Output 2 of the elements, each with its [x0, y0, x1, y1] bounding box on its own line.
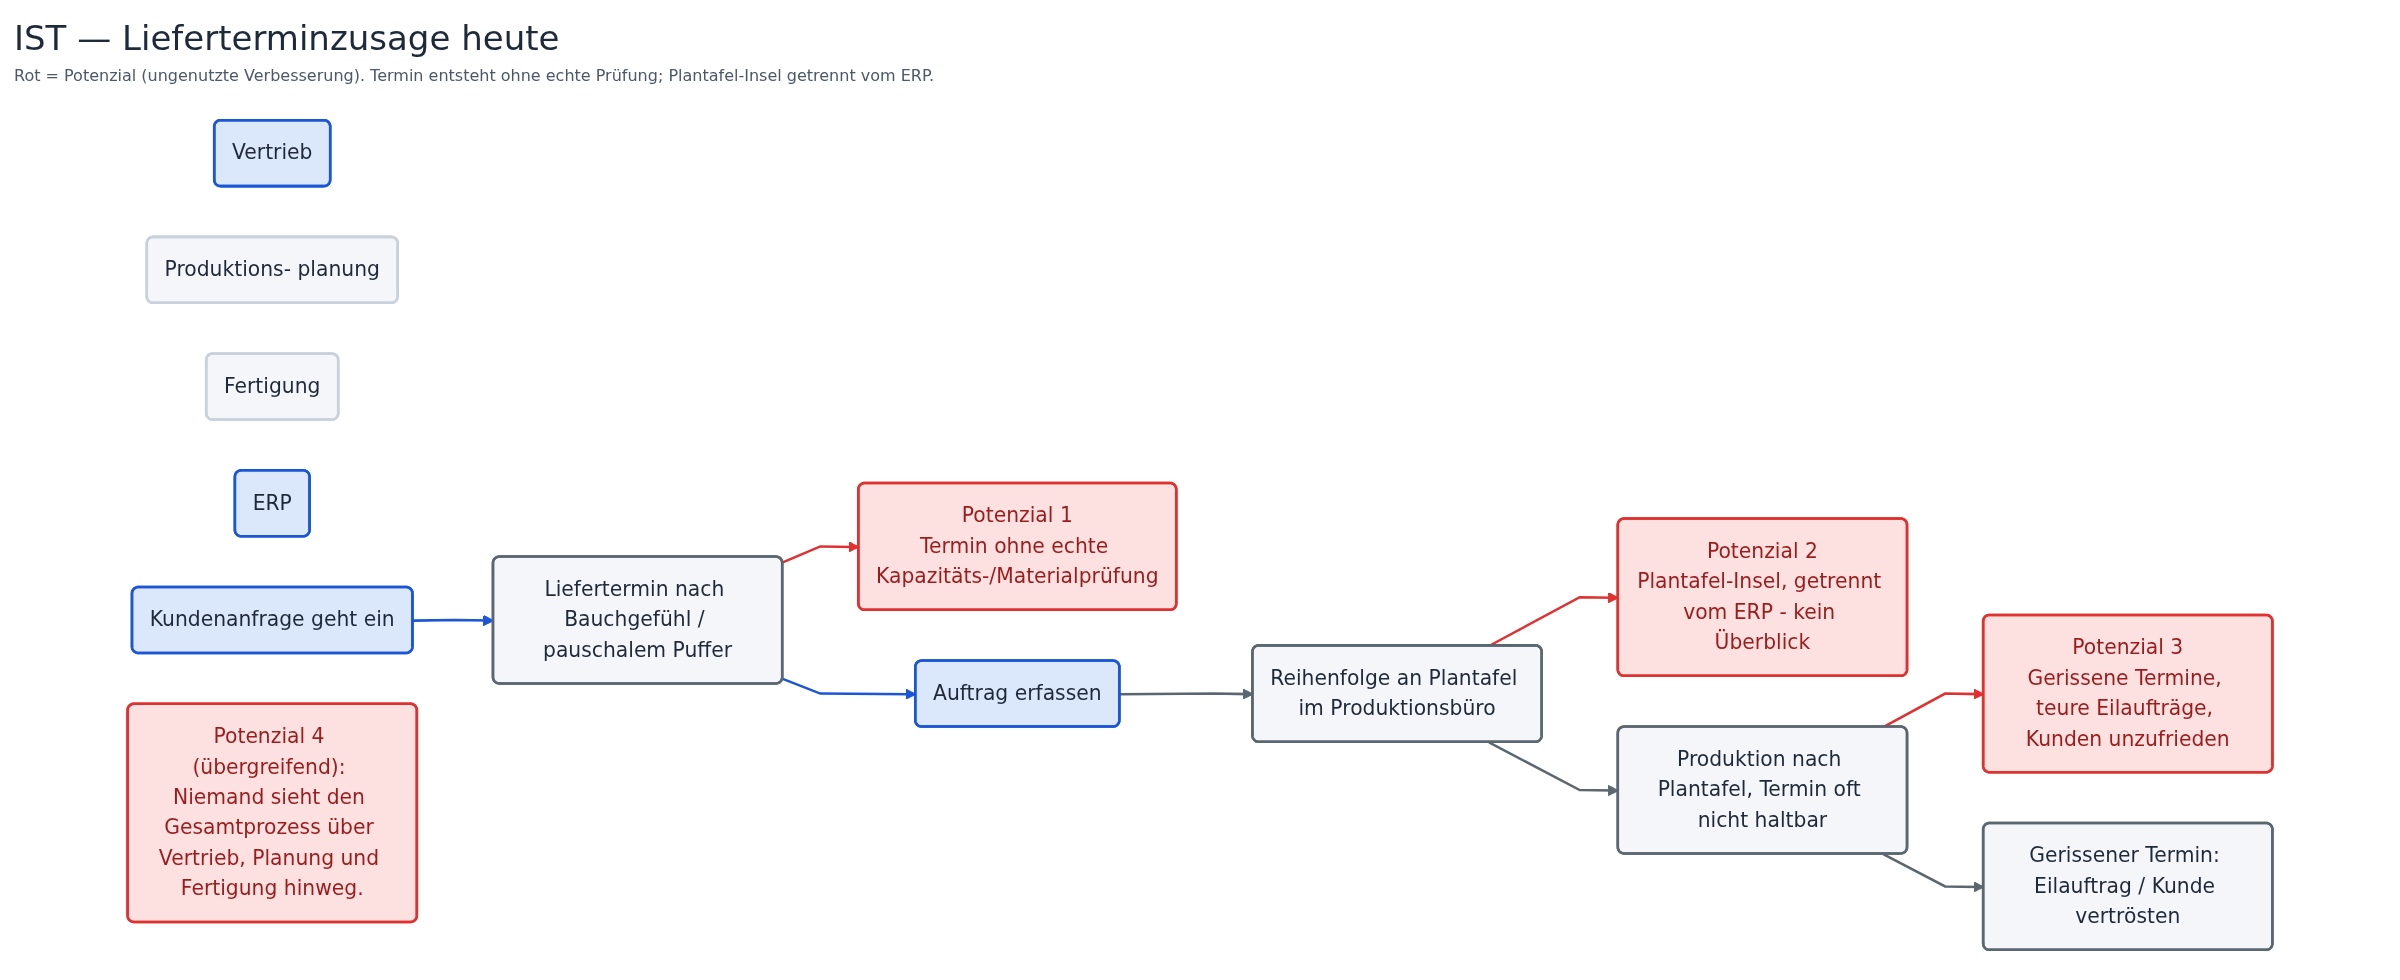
diagram-caption: Rot = Potenzial (ungenutzte Verbesserung). Termin entsteht ohne echte Prüfung; Plantafel-Insel getrennt vom ERP. [14, 66, 935, 85]
diagram-title: IST — Lieferterminzusage heute [14, 18, 560, 58]
